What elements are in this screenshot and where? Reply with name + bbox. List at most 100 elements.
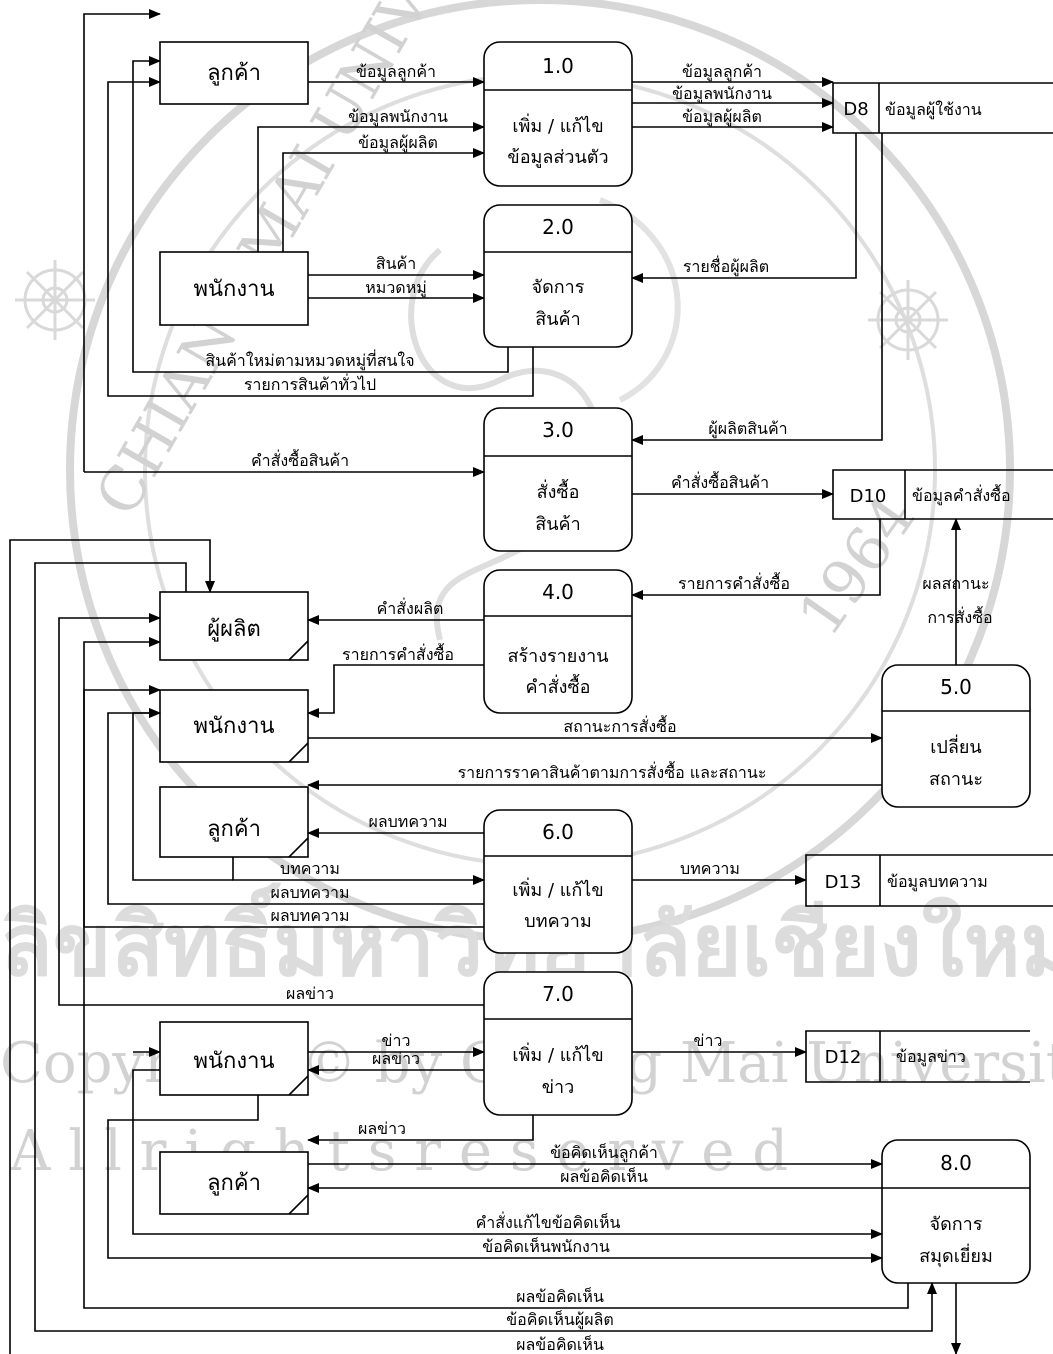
- svg-text:คำสั่งซื้อสินค้า: คำสั่งซื้อสินค้า: [671, 471, 769, 492]
- svg-text:8.0: 8.0: [940, 1151, 972, 1175]
- svg-text:ข้อมูลผู้ผลิต: ข้อมูลผู้ผลิต: [358, 133, 438, 153]
- svg-text:ผลบทความ: ผลบทความ: [368, 812, 447, 831]
- svg-text:เพิ่ม / แก้ไข: เพิ่ม / แก้ไข: [512, 877, 603, 901]
- svg-text:7.0: 7.0: [542, 982, 574, 1006]
- entity-label: ลูกค้า: [207, 61, 261, 86]
- svg-text:ข่าว: ข่าว: [542, 1077, 575, 1098]
- entity-customer-1[interactable]: ลูกค้า: [159, 41, 309, 105]
- entity-label: พนักงาน: [194, 714, 275, 739]
- process-1-0[interactable]: 1.0 เพิ่ม / แก้ไข ข้อมูลส่วนตัว: [483, 41, 633, 187]
- svg-text:ข้อคิดเห็นพนักงาน: ข้อคิดเห็นพนักงาน: [482, 1236, 610, 1256]
- svg-text:ข้อมูลลูกค้า: ข้อมูลลูกค้า: [682, 62, 762, 82]
- svg-text:คำสั่งซื้อสินค้า: คำสั่งซื้อสินค้า: [251, 449, 349, 470]
- svg-text:สั่งซื้อ: สั่งซื้อ: [537, 479, 580, 503]
- process-8-0[interactable]: 8.0 จัดการ สมุดเยี่ยม: [881, 1139, 1031, 1284]
- entity-label: ผู้ผลิต: [207, 617, 261, 642]
- svg-text:หมวดหมู่: หมวดหมู่: [365, 278, 427, 298]
- entity-staff-1[interactable]: พนักงาน: [159, 251, 309, 326]
- svg-text:สินค้า: สินค้า: [535, 514, 580, 535]
- entity-staff-2[interactable]: พนักงาน: [159, 689, 309, 763]
- entity-customer-3[interactable]: ลูกค้า: [159, 1151, 309, 1215]
- svg-text:สินค้า: สินค้า: [376, 254, 416, 273]
- watermark-flower-right-icon: [868, 280, 948, 360]
- watermark-elephant-shape: [408, 247, 601, 641]
- svg-text:สมุดเยี่ยม: สมุดเยี่ยม: [919, 1243, 993, 1267]
- svg-text:ข้อมูลคำสั่งซื้อ: ข้อมูลคำสั่งซื้อ: [912, 484, 1011, 506]
- watermark-year: 1964: [785, 483, 930, 648]
- svg-text:ผลข้อคิดเห็น: ผลข้อคิดเห็น: [516, 1286, 604, 1306]
- svg-text:ข้อคิดเห็นลูกค้า: ข้อคิดเห็นลูกค้า: [550, 1142, 658, 1163]
- svg-text:ข้อมูลข่าว: ข้อมูลข่าว: [896, 1047, 966, 1067]
- process-7-0[interactable]: 7.0 เพิ่ม / แก้ไข ข่าว: [483, 971, 633, 1116]
- svg-text:สถานะการสั่งซื้อ: สถานะการสั่งซื้อ: [563, 715, 676, 736]
- svg-text:D10: D10: [850, 486, 887, 507]
- svg-text:บทความ: บทความ: [680, 859, 740, 878]
- svg-text:ข้อมูลลูกค้า: ข้อมูลลูกค้า: [356, 62, 436, 82]
- svg-text:ผลบทความ: ผลบทความ: [270, 906, 349, 925]
- svg-text:ผลสถานะ: ผลสถานะ: [922, 574, 989, 593]
- svg-text:ผลข้อคิดเห็น: ผลข้อคิดเห็น: [516, 1334, 604, 1354]
- entity-label: พนักงาน: [194, 277, 275, 302]
- process-5-0[interactable]: 5.0 เปลี่ยน สถานะ: [881, 664, 1031, 808]
- entity-label: ลูกค้า: [207, 817, 261, 842]
- svg-text:เปลี่ยน: เปลี่ยน: [930, 734, 981, 758]
- svg-text:ข้อมูลผู้ใช้งาน: ข้อมูลผู้ใช้งาน: [885, 100, 982, 120]
- svg-text:เพิ่ม / แก้ไข: เพิ่ม / แก้ไข: [512, 1042, 603, 1066]
- svg-text:จัดการ: จัดการ: [930, 1214, 983, 1235]
- svg-text:คำสั่งผลิต: คำสั่งผลิต: [377, 597, 444, 618]
- svg-text:บทความ: บทความ: [280, 859, 340, 878]
- svg-text:ผลข้อคิดเห็น: ผลข้อคิดเห็น: [560, 1166, 648, 1186]
- process-2-0[interactable]: 2.0 จัดการ สินค้า: [483, 204, 633, 348]
- svg-text:ผู้ผลิตสินค้า: ผู้ผลิตสินค้า: [708, 419, 787, 439]
- svg-text:ข้อมูลบทความ: ข้อมูลบทความ: [887, 872, 988, 892]
- svg-text:ข้อคิดเห็นผู้ผลิต: ข้อคิดเห็นผู้ผลิต: [506, 1309, 614, 1330]
- process-6-0[interactable]: 6.0 เพิ่ม / แก้ไข บทความ: [483, 809, 633, 954]
- svg-text:3.0: 3.0: [542, 418, 574, 442]
- svg-text:D12: D12: [825, 1047, 862, 1068]
- svg-text:รายการคำสั่งซื้อ: รายการคำสั่งซื้อ: [342, 643, 454, 664]
- svg-text:ข้อมูลส่วนตัว: ข้อมูลส่วนตัว: [507, 147, 608, 168]
- svg-text:บทความ: บทความ: [524, 911, 591, 932]
- watermark-rights-text: A l l r i g h t s r e s e r v e d: [9, 1119, 788, 1184]
- svg-text:การสั่งซื้อ: การสั่งซื้อ: [927, 606, 992, 627]
- svg-text:รายชื่อผู้ผลิต: รายชื่อผู้ผลิต: [683, 255, 769, 277]
- svg-text:ผลข่าว: ผลข่าว: [286, 984, 334, 1003]
- watermark-flower-left-icon: [15, 260, 95, 340]
- svg-text:1.0: 1.0: [542, 54, 574, 78]
- svg-text:ข้อมูลพนักงาน: ข้อมูลพนักงาน: [672, 84, 772, 104]
- svg-text:5.0: 5.0: [940, 675, 972, 699]
- process-4-0[interactable]: 4.0 สร้างรายงาน คำสั่งซื้อ: [483, 569, 633, 714]
- entity-label: ลูกค้า: [207, 1171, 261, 1196]
- svg-text:ข่าว: ข่าว: [694, 1031, 723, 1050]
- svg-text:6.0: 6.0: [542, 820, 574, 844]
- svg-text:รายการราคาสินค้าตามการสั่งซื้อ: รายการราคาสินค้าตามการสั่งซื้อ และสถานะ: [458, 761, 767, 782]
- entity-label: พนักงาน: [194, 1049, 275, 1074]
- svg-text:สถานะ: สถานะ: [929, 769, 983, 790]
- svg-text:ข้อมูลผู้ผลิต: ข้อมูลผู้ผลิต: [682, 107, 762, 127]
- flows: ข้อมูลลูกค้า ข้อมูลพนักงาน ข้อมูลผู้ผลิต…: [9, 9, 993, 1354]
- svg-text:เพิ่ม / แก้ไข: เพิ่ม / แก้ไข: [512, 113, 603, 137]
- datastore-d8[interactable]: D8 ข้อมูลผู้ใช้งาน: [832, 82, 1053, 134]
- entity-customer-2[interactable]: ลูกค้า: [159, 786, 309, 858]
- svg-text:ข่าว: ข่าว: [382, 1031, 411, 1050]
- svg-text:สินค้า: สินค้า: [535, 309, 580, 330]
- entity-staff-3[interactable]: พนักงาน: [159, 1021, 309, 1096]
- svg-text:ข้อมูลพนักงาน: ข้อมูลพนักงาน: [348, 107, 448, 127]
- svg-text:จัดการ: จัดการ: [532, 277, 585, 298]
- datastore-d12[interactable]: D12 ข้อมูลข่าว: [805, 1030, 1030, 1083]
- svg-text:คำสั่งซื้อ: คำสั่งซื้อ: [526, 674, 591, 698]
- entity-producer[interactable]: ผู้ผลิต: [159, 591, 309, 661]
- process-3-0[interactable]: 3.0 สั่งซื้อ สินค้า: [483, 407, 633, 552]
- svg-text:รายการคำสั่งซื้อ: รายการคำสั่งซื้อ: [678, 572, 790, 593]
- svg-text:สร้างรายงาน: สร้างรายงาน: [507, 646, 608, 667]
- svg-text:คำสั่งแก้ไขข้อคิดเห็น: คำสั่งแก้ไขข้อคิดเห็น: [476, 1211, 621, 1232]
- svg-text:2.0: 2.0: [542, 215, 574, 239]
- svg-text:D8: D8: [843, 99, 868, 120]
- svg-text:สินค้าใหม่ตามหมวดหมู่ที่สนใจ: สินค้าใหม่ตามหมวดหมู่ที่สนใจ: [205, 349, 414, 371]
- svg-text:รายการสินค้าทั่วไป: รายการสินค้าทั่วไป: [244, 373, 376, 394]
- svg-text:ผลข่าว: ผลข่าว: [358, 1119, 406, 1138]
- svg-text:4.0: 4.0: [542, 580, 574, 604]
- svg-text:ผลข่าว: ผลข่าว: [372, 1049, 420, 1068]
